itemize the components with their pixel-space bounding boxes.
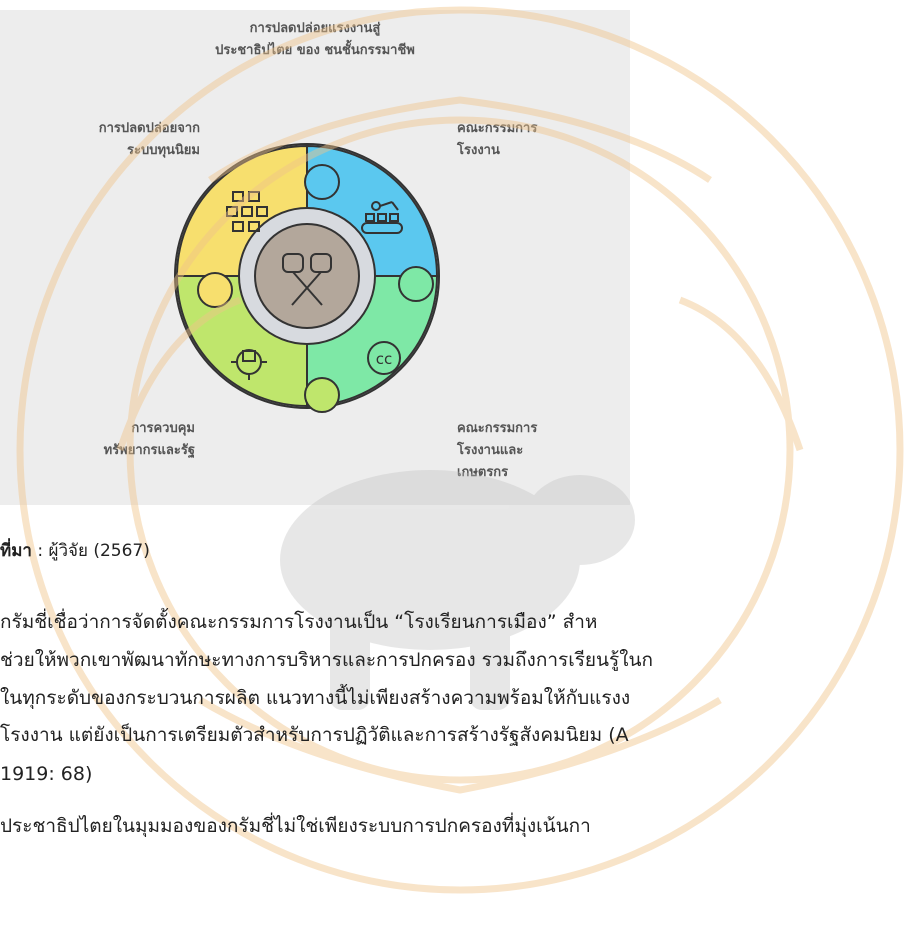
fists-icon [282, 253, 332, 306]
paragraph-line: กรัมชี่เชื่อว่าการจัดตั้งคณะกรรมการโรงงา… [0, 611, 598, 633]
puzzle-knob-right [398, 266, 434, 302]
figure-source: ที่มา : ผู้วิจัย (2567) [0, 537, 150, 564]
source-separator: : [31, 541, 49, 561]
source-label: ที่มา [0, 541, 32, 561]
paragraph-line: ในทุกระดับของกระบวนการผลิต แนวทางนี้ไม่เ… [0, 687, 631, 709]
diagram-title: การปลดปล่อยแรงงานสู่ ประชาธิปไตย ของ ชนช… [215, 21, 415, 58]
center-circle [254, 223, 360, 329]
label-capitalism-liberation: การปลดปล่อยจาก ระบบทุนนิยม [98, 121, 200, 158]
puzzle-knob-bottom [304, 377, 340, 413]
flowchart-icon [226, 191, 268, 232]
svg-text:cc: cc [376, 350, 393, 368]
paragraph-line: 1919: 68) [0, 763, 93, 785]
paragraph-line: ช่วยให้พวกเขาพัฒนาทักษะทางการบริหารและกา… [0, 649, 653, 671]
puzzle-knob-top [304, 164, 340, 200]
label-resource-state-control: การควบคุม ทรัพยากรและรัฐ [103, 421, 195, 458]
puzzle-diagram: cc [174, 143, 440, 413]
gear-control-icon [231, 349, 267, 380]
label-factory-farmer-council: คณะกรรมการ โรงงานและ เกษตรกร [457, 421, 538, 480]
label-factory-council: คณะกรรมการ โรงงาน [457, 121, 538, 158]
cc-icon: cc [367, 341, 401, 375]
conveyor-robot-icon [361, 201, 403, 234]
source-text: ผู้วิจัย (2567) [48, 541, 150, 561]
puzzle-knob-left [197, 272, 233, 308]
paragraph-line: โรงงาน แต่ยังเป็นการเตรียมตัวสำหรับการปฏ… [0, 724, 629, 746]
paragraph-line: ประชาธิปไตยในมุมมองของกรัมชี่ไม่ใช่เพียง… [0, 815, 591, 837]
